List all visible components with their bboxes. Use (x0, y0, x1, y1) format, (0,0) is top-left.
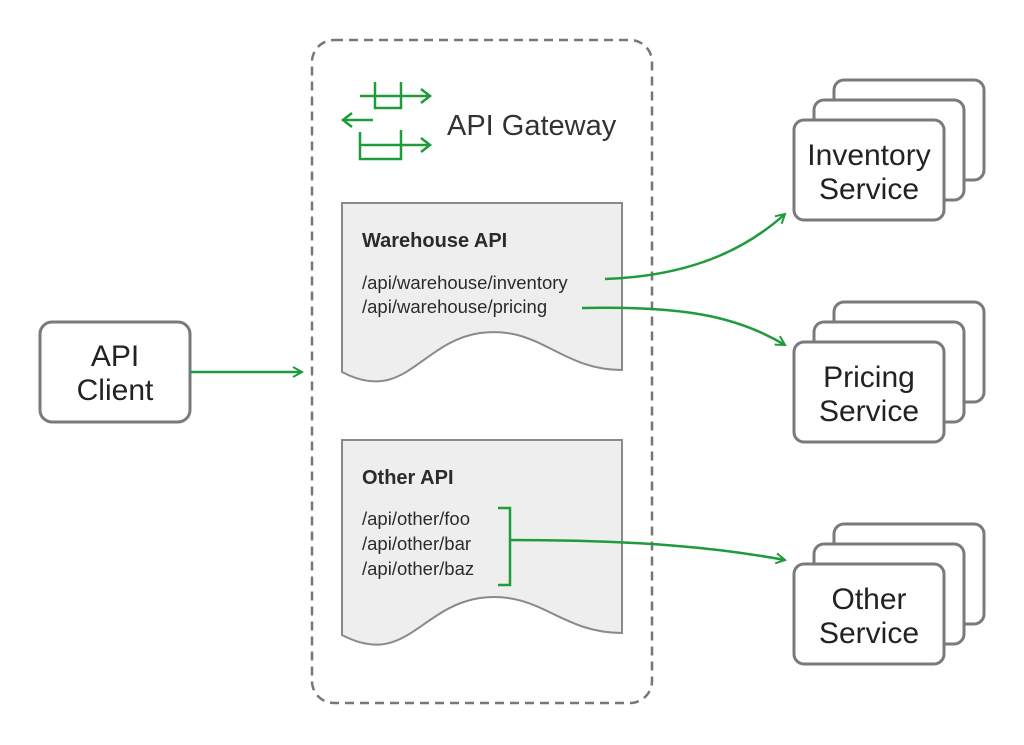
api-client-label-line2: Client (77, 374, 154, 407)
other-route-arrow (509, 538, 785, 560)
inventory-service-stack: Inventory Service (792, 78, 986, 222)
gateway-title: API Gateway (447, 110, 617, 142)
other-service-label-line1: Other (831, 583, 906, 616)
other-service-label-line2: Service (819, 617, 919, 650)
warehouse-api-document: Warehouse API /api/warehouse/inventory /… (341, 202, 623, 383)
inventory-service-label-line2: Service (819, 173, 919, 206)
gateway-arrows-icon (340, 82, 433, 161)
route-other-baz: /api/other/baz (362, 558, 474, 579)
pricing-service-label-line2: Service (819, 395, 919, 428)
other-api-document: Other API /api/other/foo /api/other/bar … (341, 439, 623, 646)
inventory-route-arrow (604, 214, 785, 281)
other-service-stack: Other Service (792, 522, 986, 666)
api-client-box: API Client (38, 320, 192, 424)
api-gateway-container (310, 38, 654, 705)
warehouse-api-title: Warehouse API (362, 230, 507, 252)
route-other-foo: /api/other/foo (362, 508, 470, 529)
pricing-service-label-line1: Pricing (823, 361, 915, 394)
api-client-label-line1: API (91, 340, 139, 373)
inventory-service-label-line1: Inventory (807, 139, 930, 172)
route-warehouse-inventory: /api/warehouse/inventory (362, 272, 568, 293)
route-warehouse-pricing: /api/warehouse/pricing (362, 296, 547, 317)
pricing-route-arrow (581, 306, 785, 347)
pricing-service-stack: Pricing Service (792, 300, 986, 444)
other-api-title: Other API (362, 467, 454, 489)
other-routes-bracket (498, 506, 512, 587)
route-other-bar: /api/other/bar (362, 533, 471, 554)
